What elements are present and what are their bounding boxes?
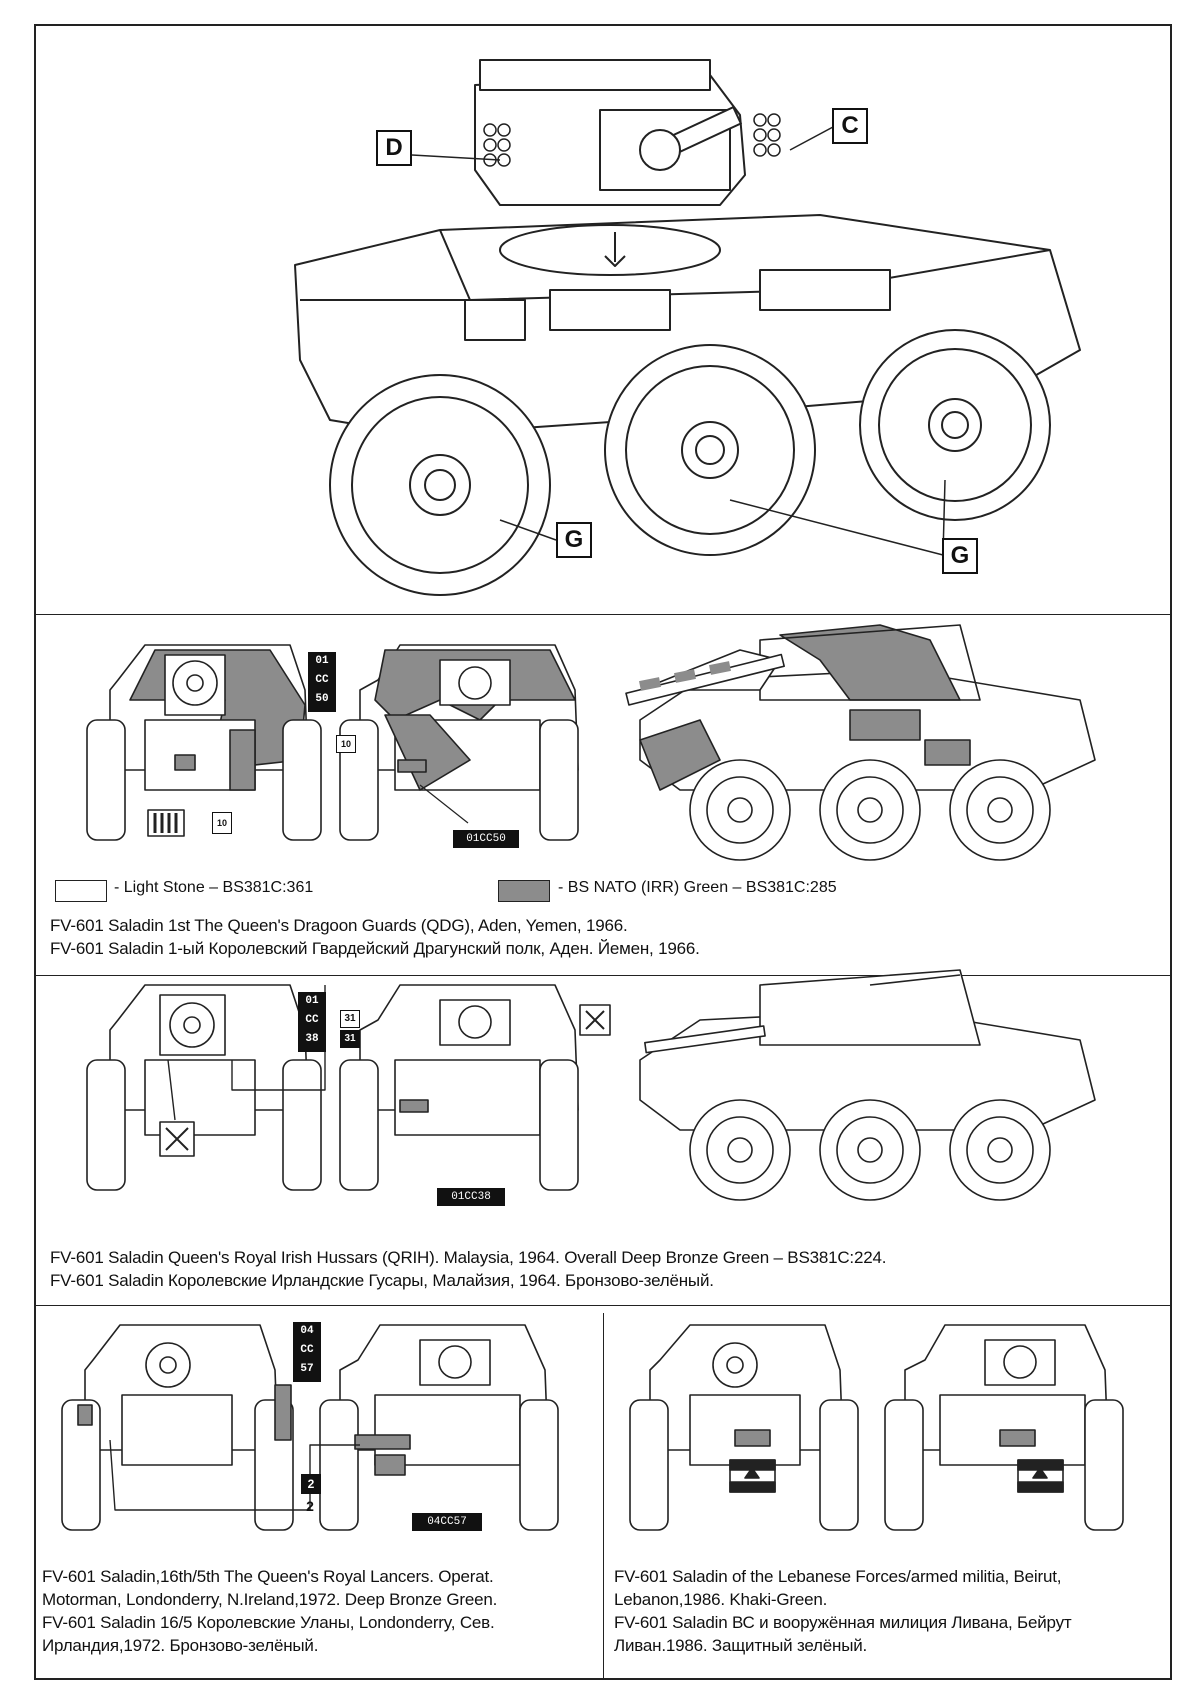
- legend-light-stone: - Light Stone – BS381C:361: [114, 879, 314, 896]
- section-divider-vertical: [603, 1313, 604, 1680]
- qdg-tactical-sign-front: 10: [336, 735, 356, 753]
- qrih-number-plate: 01CC38: [437, 1188, 505, 1206]
- ql-tactical-sign-dark: 2: [301, 1474, 321, 1494]
- section-divider-1: [34, 614, 1172, 615]
- plate-line: CC: [300, 1344, 314, 1356]
- plate-line: 01: [315, 655, 329, 667]
- legend-nato-green: - BS NATO (IRR) Green – BS381C:285: [558, 879, 837, 896]
- qrih-vertical-plate: 01 CC 38: [298, 992, 326, 1052]
- qrih-tactical-sign: 31: [340, 1010, 360, 1028]
- legend-swatch-nato-green: [498, 880, 550, 902]
- caption-lebanese-line-3: FV-601 Saladin ВС и вооружённая милиция …: [614, 1613, 1072, 1632]
- caption-lancers-line-4: Ирландия,1972. Бронзово-зелёный.: [42, 1636, 319, 1655]
- ql-vertical-plate: 04 CC 57: [293, 1322, 321, 1382]
- callout-g-front: G: [556, 522, 592, 558]
- callout-d: D: [376, 130, 412, 166]
- qrih-views: [86, 969, 1096, 1201]
- lebanese-views: [629, 1324, 1124, 1531]
- caption-qrih-en: FV-601 Saladin Queen's Royal Irish Hussa…: [50, 1248, 887, 1267]
- caption-qrih-ru: FV-601 Saladin Королевские Ирландские Гу…: [50, 1271, 714, 1290]
- qdg-tactical-sign-rear: 10: [212, 812, 232, 834]
- ql-number-plate: 04CC57: [412, 1513, 482, 1531]
- qdg-number-plate: 01CC50: [453, 830, 519, 848]
- section-divider-2: [34, 975, 1172, 976]
- caption-lancers-line-2: Motorman, Londonderry, N.Ireland,1972. D…: [42, 1590, 498, 1609]
- caption-qdg-en: FV-601 Saladin 1st The Queen's Dragoon G…: [50, 916, 628, 935]
- plate-line: 04: [300, 1325, 314, 1337]
- caption-lancers-line-1: FV-601 Saladin,16th/5th The Queen's Roya…: [42, 1567, 494, 1586]
- plate-line: 38: [305, 1033, 319, 1045]
- caption-lancers-line-3: FV-601 Saladin 16/5 Королевские Уланы, L…: [42, 1613, 495, 1632]
- qdg-vertical-plate: 01 CC 50: [308, 652, 336, 712]
- callout-g-rear: G: [942, 538, 978, 574]
- qdg-views: [86, 624, 1096, 861]
- legend-swatch-light-stone: [55, 880, 107, 902]
- ql-tactical-sign: 2: [306, 1498, 314, 1514]
- lancers-views: [61, 1324, 559, 1531]
- caption-lebanese-line-4: Ливан.1986. Защитный зелёный.: [614, 1636, 868, 1655]
- caption-qdg-ru: FV-601 Saladin 1-ый Королевский Гвардейс…: [50, 939, 700, 958]
- plate-line: 57: [300, 1363, 314, 1375]
- qrih-tactical-sign-dark: 31: [340, 1030, 360, 1048]
- plate-line: 01: [305, 995, 319, 1007]
- plate-line: 50: [315, 693, 329, 705]
- plate-line: CC: [305, 1014, 319, 1026]
- callout-c: C: [832, 108, 868, 144]
- section-divider-3: [34, 1305, 1172, 1306]
- main-vehicle-drawing: [294, 59, 1081, 596]
- plate-line: CC: [315, 674, 329, 686]
- caption-lebanese-line-2: Lebanon,1986. Khaki-Green.: [614, 1590, 828, 1609]
- caption-lebanese-line-1: FV-601 Saladin of the Lebanese Forces/ar…: [614, 1567, 1062, 1586]
